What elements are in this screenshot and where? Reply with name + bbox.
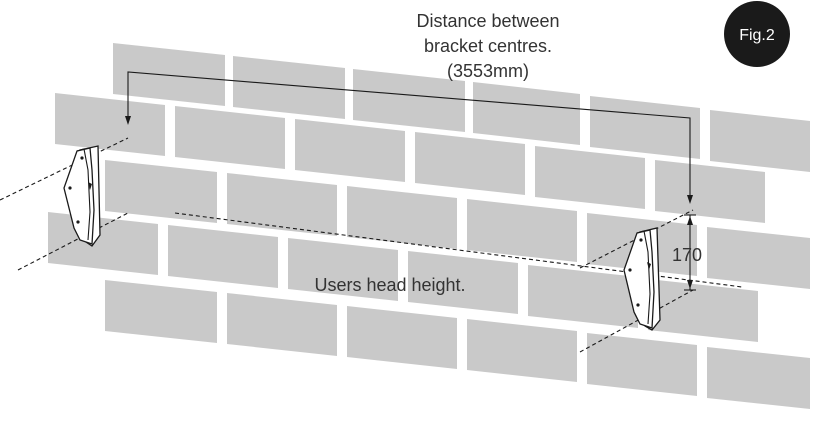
head-height-label: Users head height. <box>314 275 465 295</box>
brick-wall <box>48 43 810 409</box>
wall-bracket-right-icon <box>623 227 661 331</box>
offset-dimension <box>684 214 696 291</box>
figure-label: Fig.2 <box>739 27 775 44</box>
distance-label-line2: bracket centres. <box>424 36 552 56</box>
distance-value: (3553mm) <box>447 61 529 81</box>
distance-label-line1: Distance between <box>416 11 559 31</box>
offset-value: 170 <box>672 245 702 265</box>
wall-bracket-left-icon <box>63 145 101 247</box>
figure-badge: Fig.2 <box>724 1 790 67</box>
distance-dimension <box>125 71 693 204</box>
